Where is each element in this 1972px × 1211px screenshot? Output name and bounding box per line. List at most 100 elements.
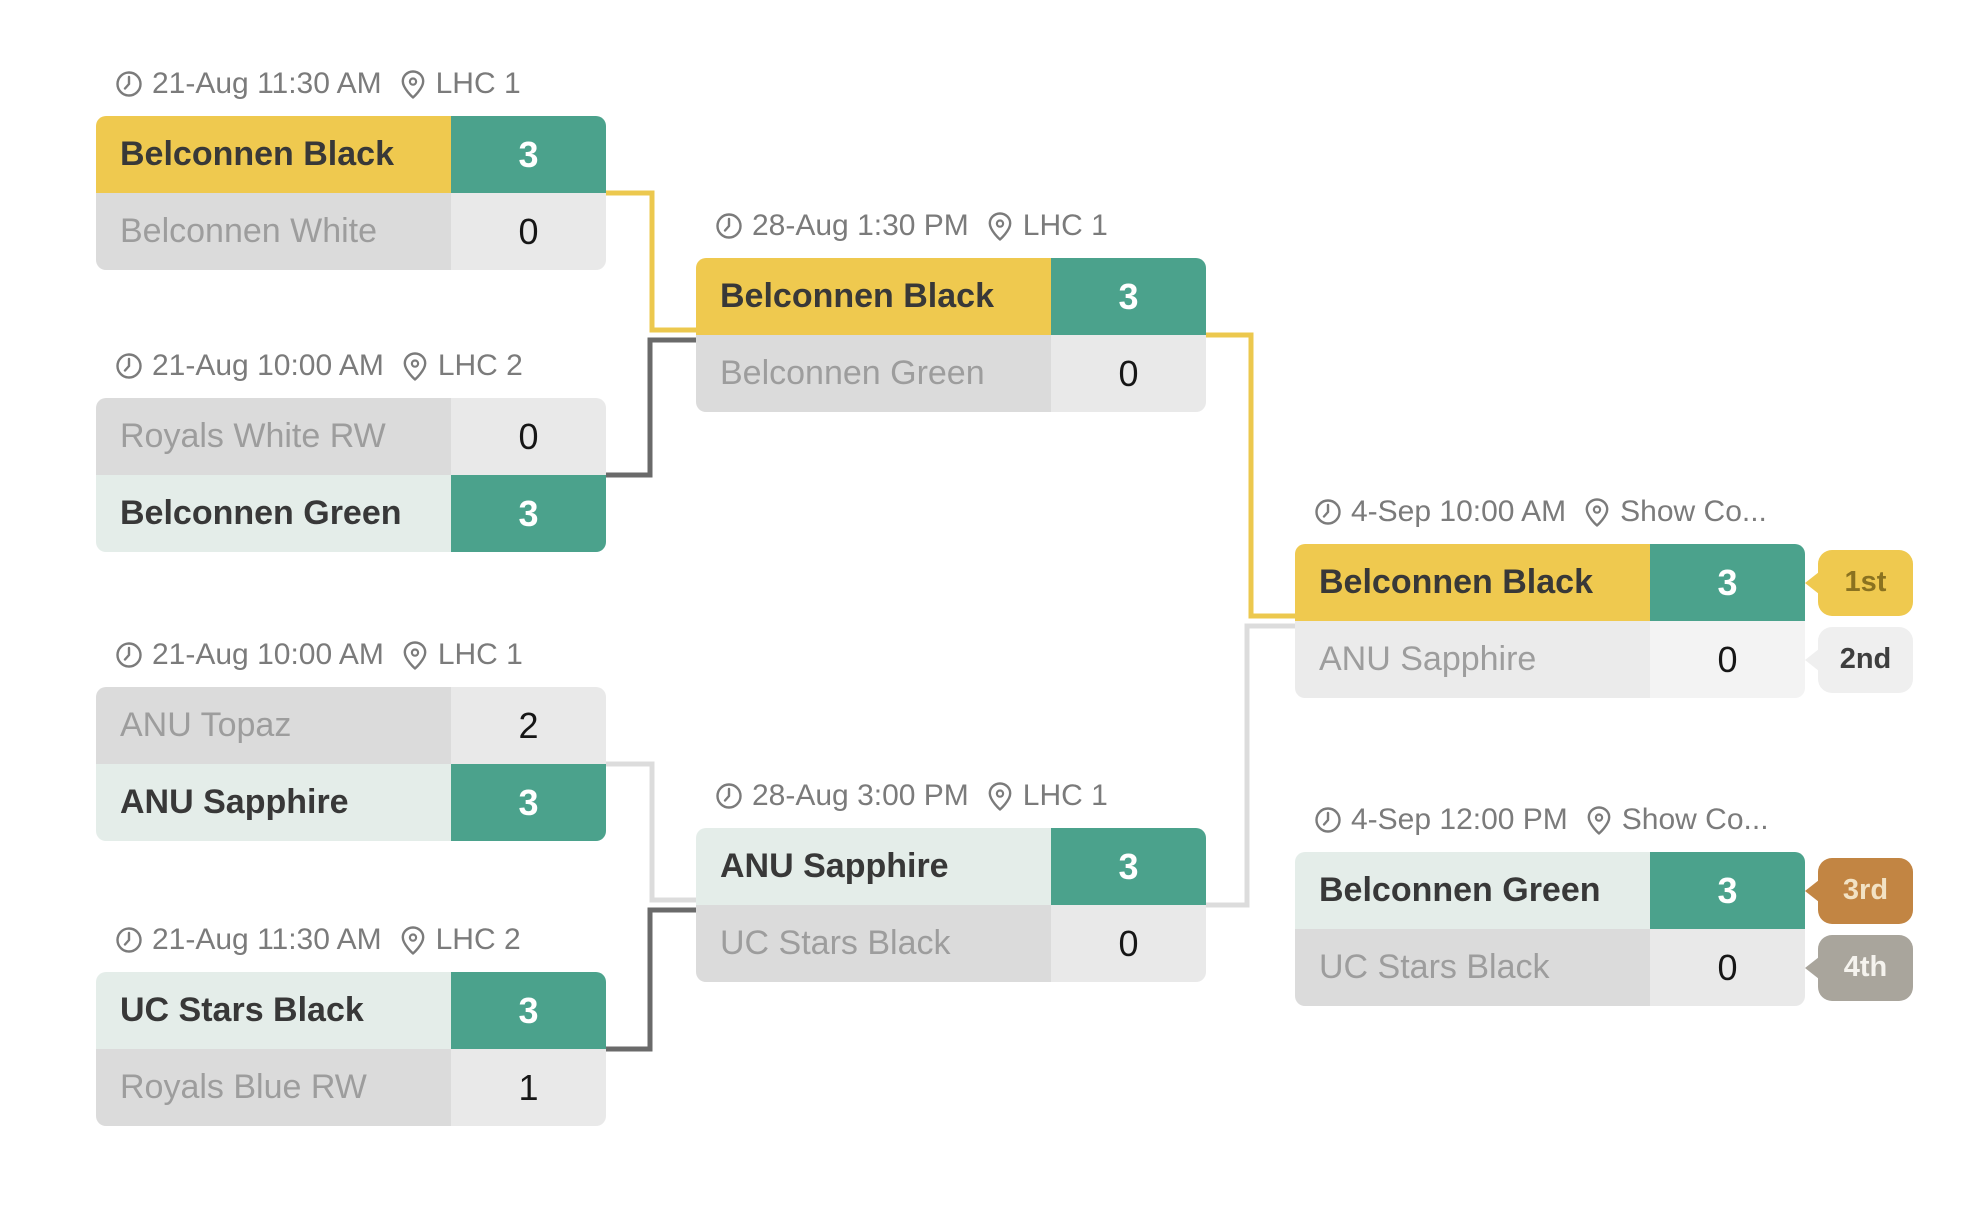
location-pin-icon: [403, 352, 427, 381]
badge-label: 2nd: [1839, 643, 1892, 675]
team-score: 0: [451, 398, 606, 475]
match-datetime: 21-Aug 11:30 AM: [152, 923, 382, 956]
badge-label: 4th: [1843, 951, 1888, 983]
location-pin-icon: [1585, 498, 1609, 527]
badge-label: 1st: [1844, 566, 1887, 598]
badge-tail: [1805, 956, 1819, 979]
match-datetime: 4-Sep 10:00 AM: [1351, 495, 1567, 528]
team-score: 0: [1650, 621, 1805, 698]
team-score: 0: [1051, 335, 1206, 412]
location-pin-icon: [988, 782, 1012, 811]
match-datetime: 21-Aug 10:00 AM: [152, 349, 384, 382]
clock-icon: [116, 642, 142, 668]
match-venue: LHC 1: [1022, 209, 1108, 242]
badge-tail: [1805, 571, 1819, 594]
clock-icon: [1315, 807, 1341, 833]
team-name: ANU Topaz: [96, 687, 451, 764]
place-badge: 3rd: [1805, 857, 1913, 924]
team-score: 3: [1051, 258, 1206, 335]
connector-m3-to-sf2: [606, 761, 696, 903]
team-name: Belconnen Black: [1295, 544, 1650, 621]
match-datetime: 21-Aug 11:30 AM: [152, 67, 382, 100]
match-venue: LHC 1: [437, 638, 523, 671]
place-badge: 2nd: [1805, 626, 1913, 693]
clock-icon: [716, 213, 742, 239]
team-score: 3: [451, 475, 606, 552]
match-datetime: 28-Aug 1:30 PM: [752, 209, 969, 242]
team-score: 3: [451, 764, 606, 841]
match-schedule: 4-Sep 12:00 PM Show Co...: [1295, 800, 1805, 840]
team-score: 0: [1650, 929, 1805, 1006]
location-pin-icon: [988, 212, 1012, 241]
team-score: 0: [1051, 905, 1206, 982]
team-name: ANU Sapphire: [96, 764, 451, 841]
clock-icon: [116, 927, 142, 953]
match-venue: LHC 1: [1022, 779, 1108, 812]
team-name: Belconnen Green: [696, 335, 1051, 412]
match-schedule: 28-Aug 3:00 PM LHC 1: [696, 776, 1206, 816]
team-name: Belconnen Green: [96, 475, 451, 552]
team-score: 1: [451, 1049, 606, 1126]
match-venue: Show Co...: [1621, 803, 1769, 836]
team-name: Belconnen Green: [1295, 852, 1650, 929]
location-pin-icon: [1587, 806, 1611, 835]
team-name: UC Stars Black: [1295, 929, 1650, 1006]
team-score: 2: [451, 687, 606, 764]
team-score: 3: [451, 972, 606, 1049]
place-badge: 1st: [1805, 549, 1913, 616]
match-venue: LHC 2: [435, 923, 521, 956]
match-venue: LHC 1: [435, 67, 521, 100]
match-venue: LHC 2: [437, 349, 523, 382]
location-pin-icon: [401, 926, 425, 955]
clock-icon: [716, 783, 742, 809]
clock-icon: [116, 353, 142, 379]
team-score: 3: [1650, 544, 1805, 621]
team-score: 3: [1051, 828, 1206, 905]
clock-icon: [116, 71, 142, 97]
match-schedule: 21-Aug 11:30 AM LHC 1: [96, 64, 606, 104]
badge-label: 3rd: [1842, 874, 1889, 906]
team-name: UC Stars Black: [696, 905, 1051, 982]
connector-m2-to-sf1: [606, 337, 696, 478]
match-datetime: 4-Sep 12:00 PM: [1351, 803, 1568, 836]
match-schedule: 21-Aug 11:30 AM LHC 2: [96, 920, 606, 960]
place-badge: 4th: [1805, 934, 1913, 1001]
team-score: 3: [1650, 852, 1805, 929]
team-score: 3: [451, 116, 606, 193]
match-datetime: 28-Aug 3:00 PM: [752, 779, 969, 812]
team-name: ANU Sapphire: [696, 828, 1051, 905]
team-name: Royals Blue RW: [96, 1049, 451, 1126]
connector-m1-to-sf1: [606, 190, 696, 333]
location-pin-icon: [403, 641, 427, 670]
team-name: UC Stars Black: [96, 972, 451, 1049]
